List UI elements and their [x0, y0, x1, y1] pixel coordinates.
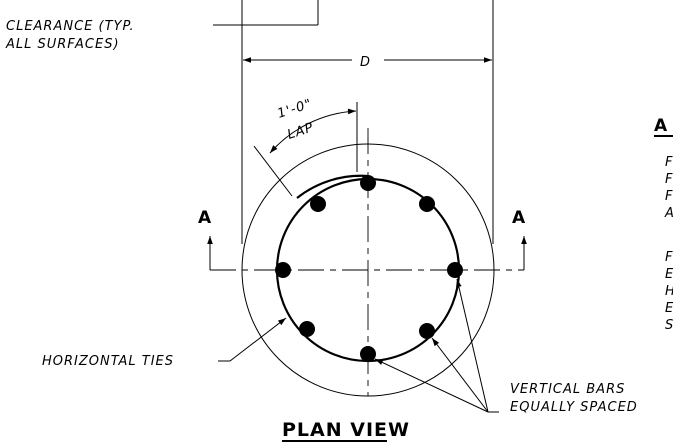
lap-label: LAP: [286, 120, 316, 143]
right-heading: A: [654, 116, 668, 136]
vertical-bar: [360, 175, 376, 191]
section-label-right: A: [512, 208, 526, 228]
right-text-6: E: [665, 267, 673, 282]
lap-dimension-arc: [269, 108, 357, 154]
vertical-bar: [360, 346, 376, 362]
horizontal-ties-label: HORIZONTAL TIES: [42, 354, 174, 369]
vertical-bars-leader-1: [374, 358, 489, 413]
right-text-4: A: [664, 206, 673, 221]
vertical-bar: [419, 196, 435, 212]
tie-lap-overlap: [296, 174, 369, 199]
vertical-bars-label-line2: EQUALLY SPACED: [510, 400, 638, 415]
right-text-9: S: [665, 318, 673, 333]
clearance-label-line1: CLEARANCE (TYP.: [6, 19, 135, 34]
right-text-5: F: [665, 250, 673, 265]
lap-extension-line-left: [253, 145, 293, 197]
vertical-bar: [419, 323, 435, 339]
right-text-2: F: [665, 172, 673, 187]
section-label-left: A: [198, 208, 212, 228]
right-text-8: E: [665, 301, 673, 316]
vertical-bar: [299, 321, 315, 337]
right-text-7: H: [665, 284, 673, 299]
right-text-3: F: [665, 189, 673, 204]
vertical-bar: [447, 262, 463, 278]
vertical-bars-leader-2: [431, 337, 489, 413]
vertical-bars-label-line1: VERTICAL BARS: [510, 382, 625, 397]
dimension-d-label: D: [360, 55, 371, 70]
lap-length-label: 1'-0": [276, 96, 315, 121]
clearance-label-line2: ALL SURFACES): [5, 37, 120, 52]
vertical-bar: [275, 262, 291, 278]
right-text-1: F: [665, 155, 673, 170]
vertical-bar: [310, 196, 326, 212]
plan-view-title: PLAN VIEW: [282, 419, 410, 441]
vertical-bars-leader-3: [456, 278, 489, 413]
horizontal-ties-leader: [229, 317, 287, 362]
